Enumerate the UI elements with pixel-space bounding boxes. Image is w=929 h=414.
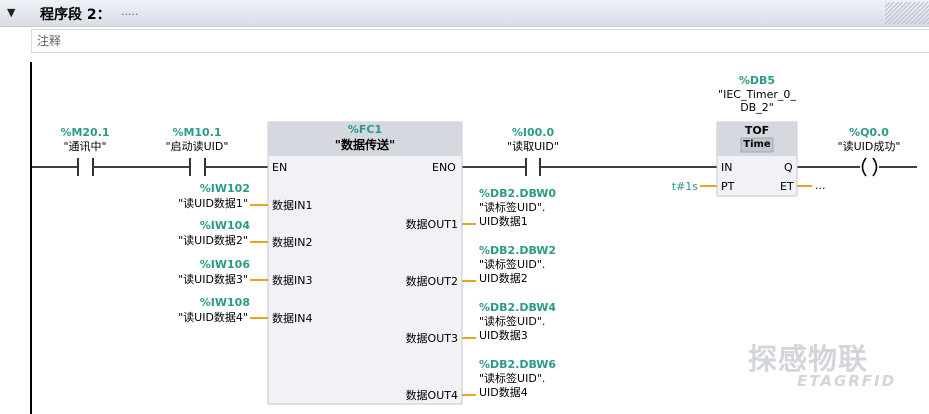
timer-subtype[interactable]: Time [743,139,771,150]
watermark-logo-cn: 探感物联 [748,342,869,376]
contact-m10-1[interactable] [189,158,206,176]
contact3-address: %I00.0 [511,126,555,139]
timer-pt-value[interactable]: t#1s [671,180,698,193]
contact3-symbol: "读取UID" [507,140,559,153]
tof-timer-block[interactable] [716,121,798,197]
timer-db-name-line1[interactable]: "IEC_Timer_0_ [718,88,796,101]
out3-symbol-field[interactable]: UID数据3 [479,329,528,342]
coil-symbol: "读UID成功" [837,140,901,153]
coil-q0-0[interactable] [861,157,878,177]
in4-address[interactable]: %IW108 [199,296,250,309]
contact2-address: %M10.1 [172,126,222,139]
contact-i0-0[interactable] [525,158,541,176]
in2-address[interactable]: %IW104 [199,219,250,232]
timer-in-pin: IN [721,161,733,174]
fc1-out1-pin: 数据OUT1 [405,218,458,231]
contact2-symbol: "启动读UID" [165,140,229,153]
contact-m20-1[interactable] [77,158,94,176]
out2-symbol-field[interactable]: UID数据2 [479,272,528,285]
fc1-out3-pin: 数据OUT3 [405,332,458,345]
out1-symbol-db[interactable]: "读标签UID". [479,201,546,214]
out4-address[interactable]: %DB2.DBW6 [479,358,557,371]
timer-pt-pin: PT [721,180,735,193]
collapse-triangle-icon[interactable]: ▼ [7,6,16,19]
out3-symbol-db[interactable]: "读标签UID". [479,315,546,328]
fc1-eno-pin: ENO [432,161,456,174]
in1-symbol[interactable]: "读UID数据1" [178,197,248,210]
in3-symbol[interactable]: "读UID数据3" [178,273,248,286]
timer-et-value[interactable]: ... [815,179,826,192]
fc1-en-pin: EN [272,161,288,174]
coil-address: %Q0.0 [849,126,889,139]
out2-symbol-db[interactable]: "读标签UID". [479,258,546,271]
fc1-in1-pin: 数据IN1 [272,199,313,212]
fc1-out4-pin: 数据OUT4 [405,389,458,402]
in3-address[interactable]: %IW106 [199,258,250,271]
timer-db-name-line2[interactable]: DB_2" [740,101,774,114]
out4-symbol-db[interactable]: "读标签UID". [479,372,546,385]
out1-address[interactable]: %DB2.DBW0 [479,187,557,200]
network-header: ▼ 程序段 2： ..... [0,0,929,27]
fc1-in4-pin: 数据IN4 [272,312,313,325]
network-title-placeholder[interactable]: ..... [121,5,139,18]
network-comment-label: 注释 [37,34,62,48]
header-hatch [885,2,929,24]
input-wires [250,204,268,319]
out2-address[interactable]: %DB2.DBW2 [479,244,557,257]
out3-address[interactable]: %DB2.DBW4 [479,301,557,314]
fc1-in2-pin: 数据IN2 [272,236,313,249]
fc1-name: "数据传送" [334,138,396,152]
timer-db-address: %DB5 [738,74,776,87]
contact1-address: %M20.1 [60,126,110,139]
in1-address[interactable]: %IW102 [199,182,250,195]
contact1-symbol: "通讯中" [63,140,107,153]
timer-type: TOF [744,124,770,137]
watermark-logo-en: ETAGRFID [797,372,897,390]
timer-q-pin: Q [784,161,793,174]
fc1-out2-pin: 数据OUT2 [405,275,458,288]
out1-symbol-field[interactable]: UID数据1 [479,215,528,228]
in4-symbol[interactable]: "读UID数据4" [178,311,248,324]
out4-symbol-field[interactable]: UID数据4 [479,386,528,399]
output-wires [462,223,476,396]
network-title[interactable]: 程序段 2： [40,7,111,23]
fc1-block[interactable] [267,121,463,405]
network-comment-box[interactable] [31,29,929,53]
fc1-in3-pin: 数据IN3 [272,274,313,287]
in2-symbol[interactable]: "读UID数据2" [178,234,248,247]
fc1-address: %FC1 [347,123,383,136]
timer-et-pin: ET [780,180,794,193]
